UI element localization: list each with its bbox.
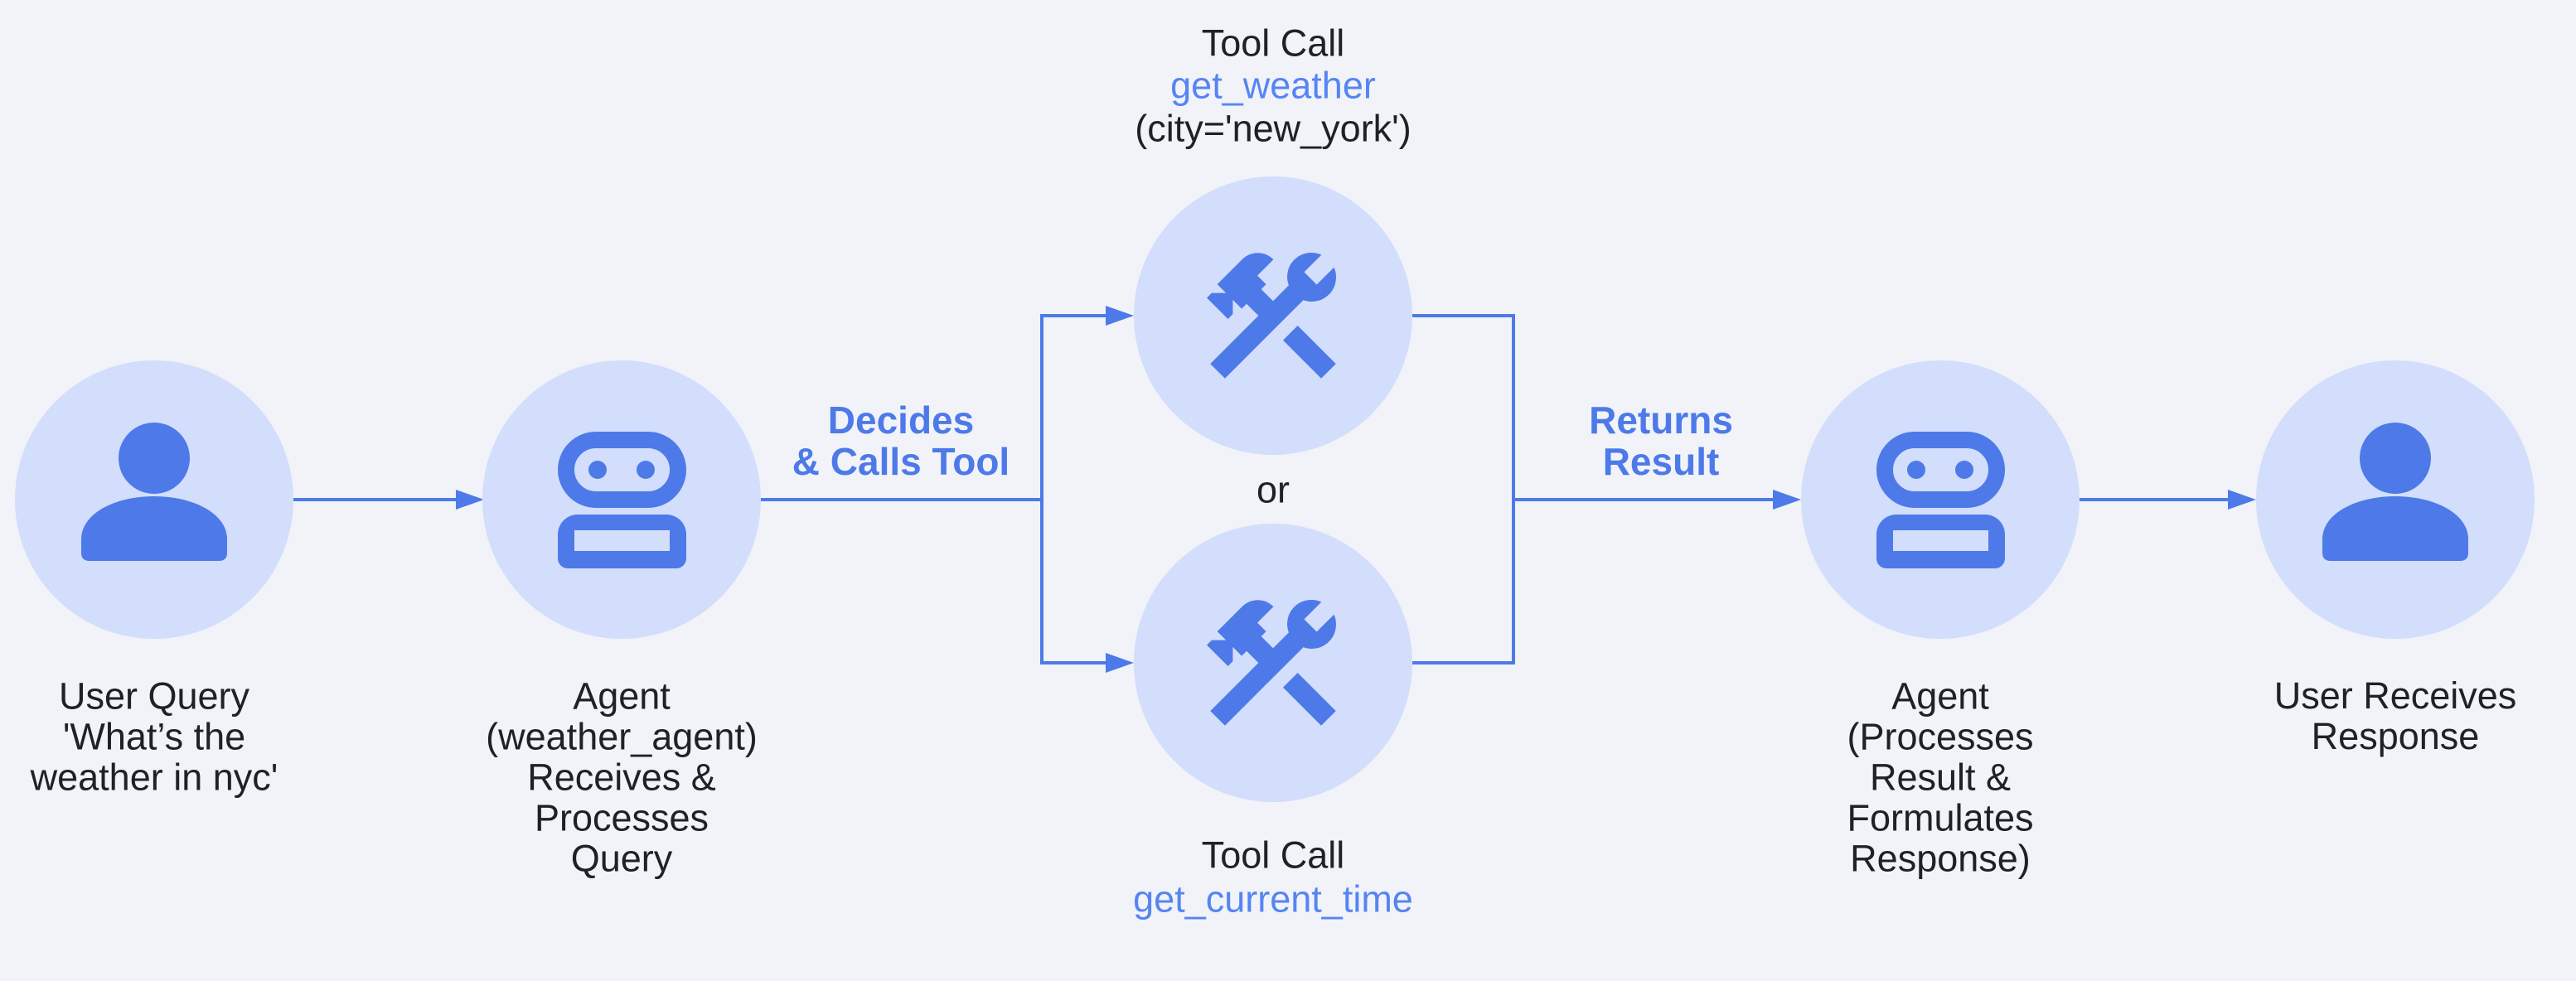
construction-icon: [1207, 253, 1336, 379]
tool-time-name: get_current_time: [1133, 877, 1413, 921]
returns-result-label: Returns Result: [1589, 399, 1733, 483]
robot-icon: [557, 431, 686, 568]
agent-receives-label: Agent (weather_agent) Receives & Process…: [486, 674, 758, 880]
agent-receives-node: [482, 360, 761, 639]
tool-weather-args: (city='new_york'): [1135, 107, 1411, 150]
person-icon: [81, 423, 227, 561]
agent-responds-label: Agent (Processes Result & Formulates Res…: [1847, 674, 2034, 880]
person-icon: [2322, 423, 2468, 561]
robot-icon: [1876, 431, 2005, 568]
or-label: or: [1256, 468, 1290, 511]
tool-weather-title: Tool Call: [1201, 22, 1345, 65]
construction-icon: [1207, 600, 1336, 726]
arrowhead-into-agent2: [1773, 490, 1801, 510]
arrowhead-into-user2: [2228, 490, 2256, 510]
arrowhead-into-tool-top: [1106, 306, 1134, 326]
tool-time-title: Tool Call: [1201, 834, 1345, 877]
tool-get-weather-node: [1134, 176, 1412, 455]
user-response-node: [2256, 360, 2535, 639]
arrowhead-into-agent: [456, 490, 484, 510]
decides-calls-tool-label: Decides & Calls Tool: [792, 399, 1010, 483]
user-response-label: User Receives Response: [2273, 674, 2517, 757]
agent-responds-node: [1801, 360, 2080, 639]
fork-bracket: [1040, 314, 1106, 664]
tool-weather-name: get_weather: [1170, 64, 1376, 107]
arrowhead-into-tool-bottom: [1106, 653, 1134, 673]
merge-bracket: [1412, 314, 1515, 664]
user-query-label: User Query 'What’s the weather in nyc': [30, 674, 278, 799]
user-query-node: [15, 360, 293, 639]
tool-get-current-time-node: [1134, 524, 1412, 802]
